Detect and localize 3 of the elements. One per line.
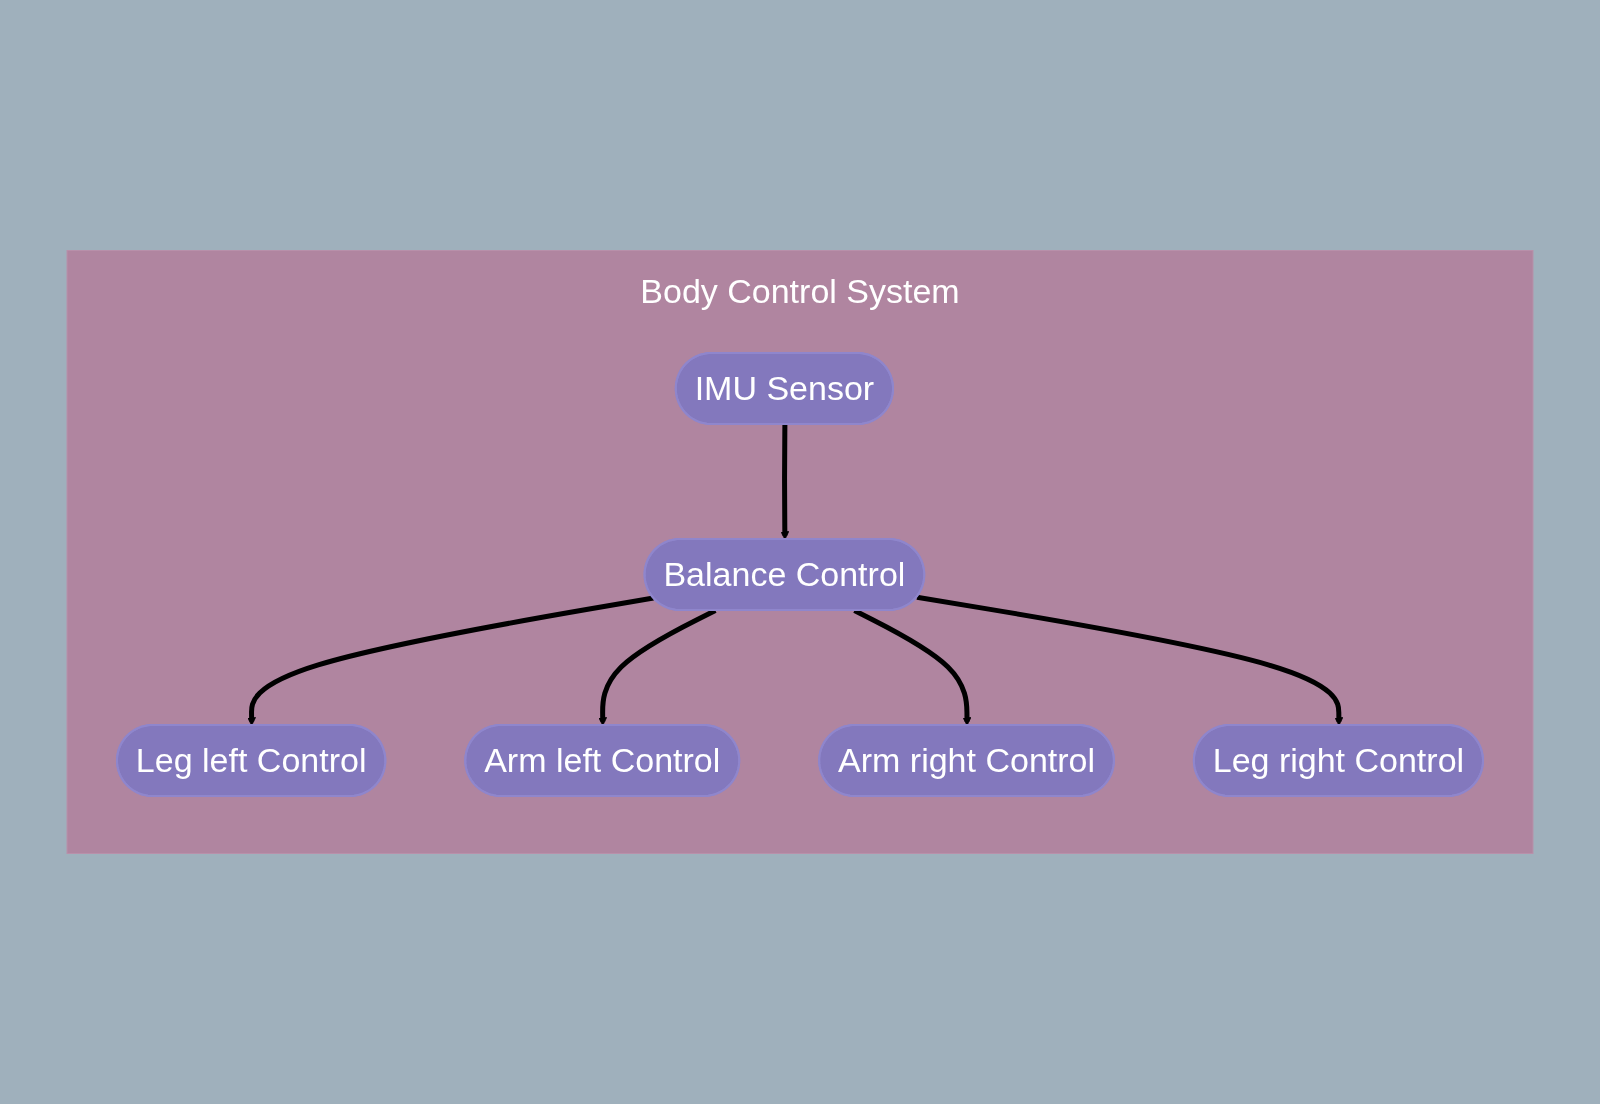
arrow <box>780 424 790 540</box>
arrow <box>247 595 654 726</box>
arrow <box>916 594 1344 726</box>
